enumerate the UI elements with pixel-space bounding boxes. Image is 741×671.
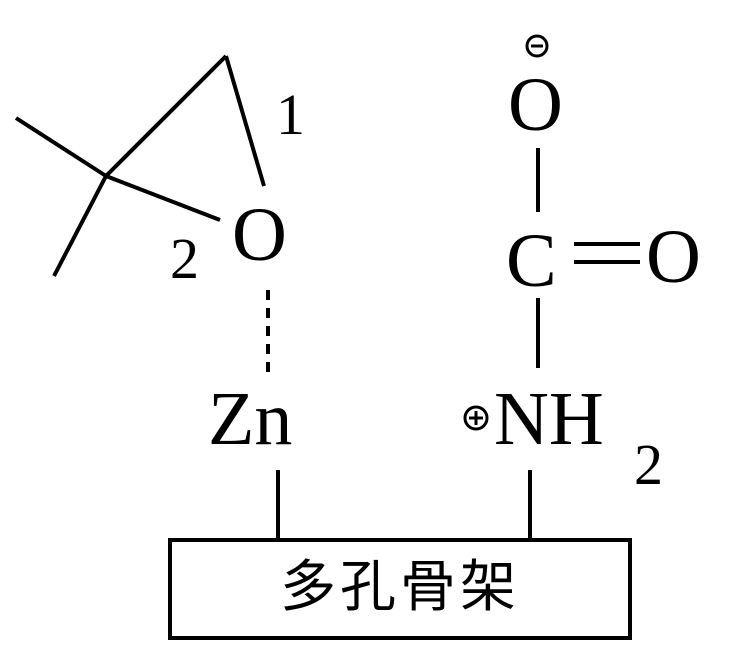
ring-bond-c1-o — [224, 55, 266, 187]
methyl-bond-upper — [14, 116, 108, 178]
porous-framework-label: 多孔骨架 — [280, 555, 520, 620]
zinc-label: Zn — [208, 377, 292, 461]
carbonyl-oxygen-label: O — [646, 215, 701, 299]
position-label-1: 1 — [276, 82, 305, 147]
positive-charge — [463, 405, 489, 431]
ammonium-subscript: 2 — [634, 432, 663, 497]
porous-framework-box — [168, 538, 632, 640]
ring-bond-c2-o — [105, 174, 221, 222]
negative-charge — [525, 34, 549, 58]
ammonium-label: NH — [494, 377, 604, 461]
position-label-2: 2 — [170, 226, 199, 291]
ring-bond-c2-c1 — [104, 54, 228, 178]
epoxide-structure — [14, 54, 266, 277]
carboxylate-oxygen-label: O — [508, 63, 563, 147]
carbonyl-carbon-label: C — [506, 219, 557, 303]
methyl-bond-lower — [52, 175, 108, 277]
epoxide-oxygen-label: O — [232, 193, 287, 277]
